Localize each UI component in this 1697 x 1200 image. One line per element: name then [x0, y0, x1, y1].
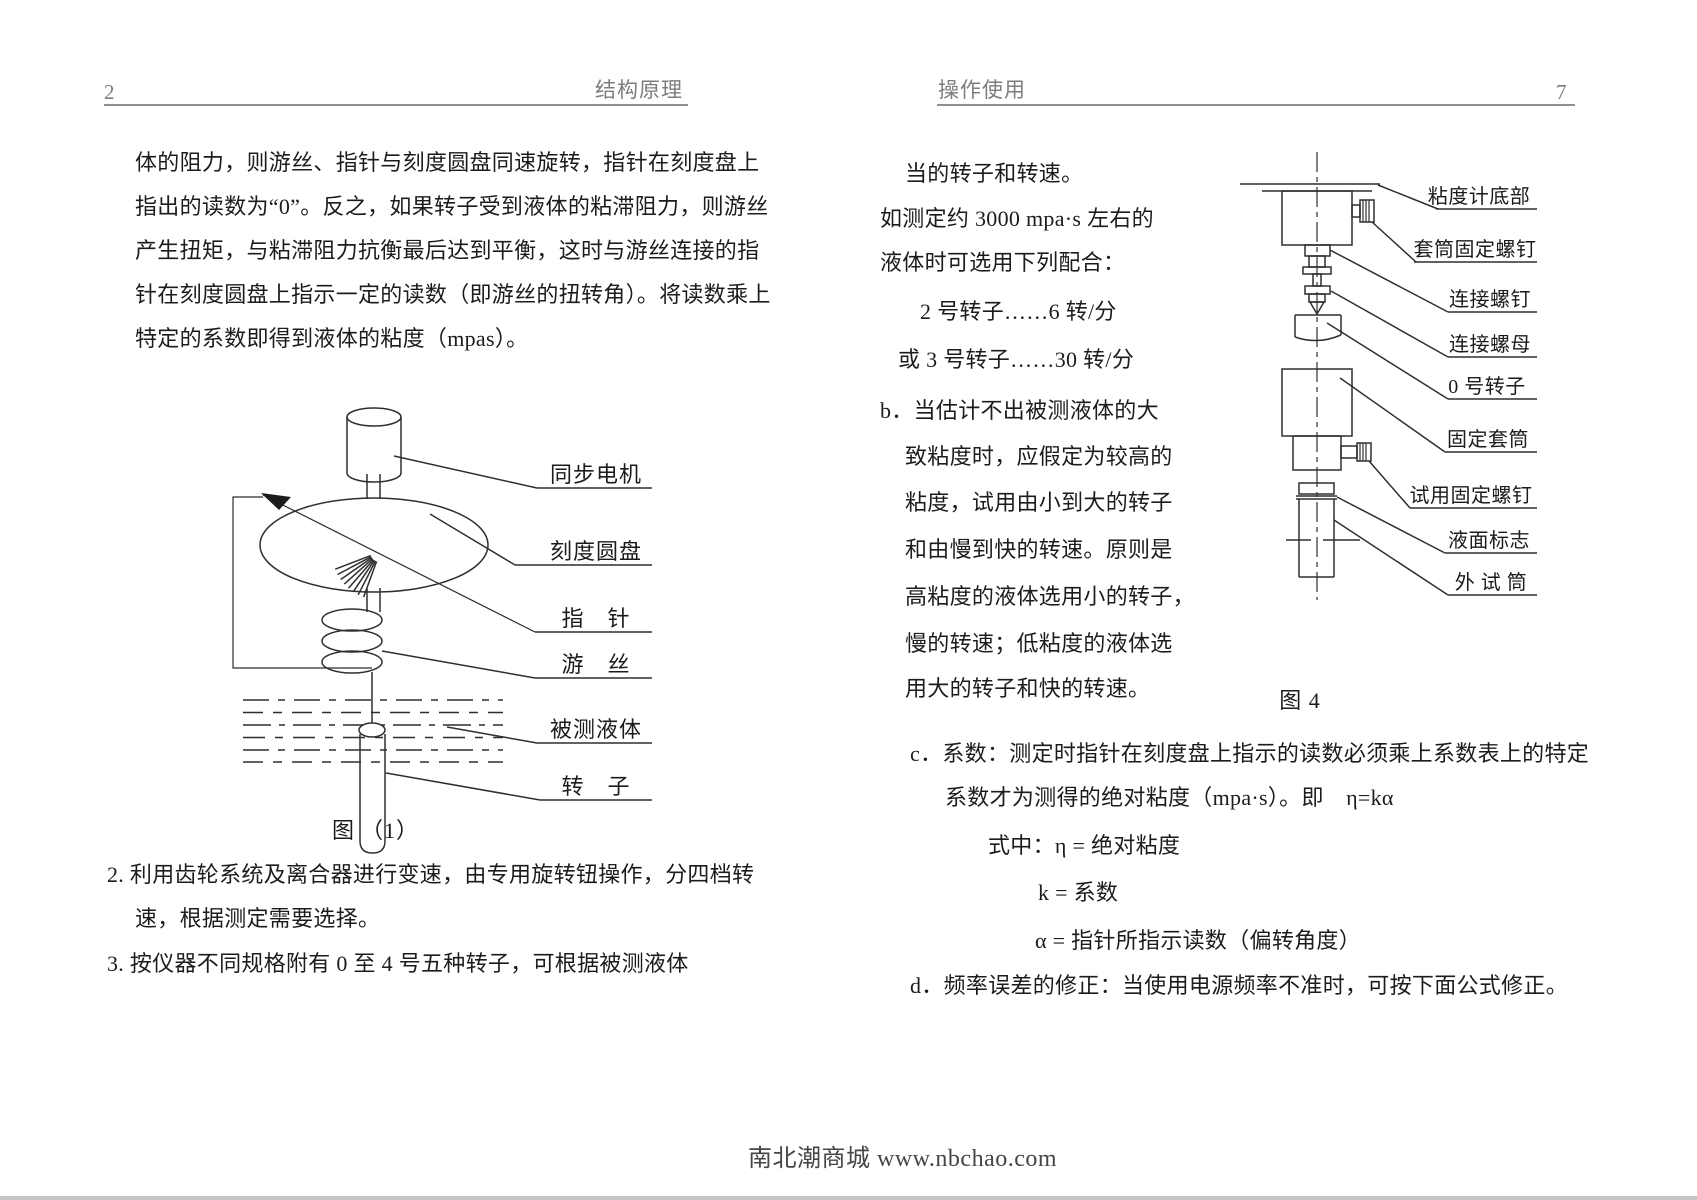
column-line: 当的转子和转速。 [905, 161, 1084, 186]
column-line: 高粘度的液体选用小的转子， [905, 584, 1195, 609]
wide-line: 系数才为测得的绝对粘度（mpa·s）。即 η=kα [945, 785, 1394, 810]
column-line: b．当估计不出被测液体的大 [880, 398, 1159, 423]
figure1-caption-left: 图 [332, 818, 355, 843]
figure4-label-base: 粘度计底部 [1428, 185, 1531, 208]
column-line: 粘度，试用由小到大的转子 [905, 490, 1173, 515]
column-line: 和由慢到快的转速。原则是 [905, 537, 1173, 562]
sleeve-fixing-screw [1351, 199, 1375, 223]
rotor-top-ellipse [358, 722, 386, 738]
right-header-title: 操作使用 [938, 78, 1026, 102]
figure1-label-motor: 同步电机 [550, 462, 642, 487]
rotor-0-cup [1294, 314, 1342, 342]
figure4-label-fixed-sleeve: 固定套筒 [1447, 428, 1529, 451]
figure4-label-connect-nut: 连接螺母 [1449, 333, 1531, 356]
paragraph-line: 产生扭矩，与粘滞阻力抗衡最后达到平衡，这时与游丝连接的指 [135, 238, 760, 263]
figure1-label-rotor: 转 子 [561, 774, 630, 799]
figure4-label-connect-screw: 连接螺钉 [1449, 288, 1531, 311]
list-item: 2. 利用齿轮系统及离合器进行变速，由专用旋转钮操作，分四档转 [107, 862, 755, 887]
figure1-viscometer-principle-diagram: 同步电机 刻度圆盘 指 针 游 丝 被测液体 转 子 图 （1） [232, 407, 652, 854]
wide-line: d．频率误差的修正：当使用电源频率不准时，可按下面公式修正。 [910, 973, 1569, 998]
figure1-caption-right: （1） [361, 818, 419, 843]
column-line: 慢的转速；低粘度的液体选 [905, 631, 1173, 656]
pointer-arrow [232, 493, 536, 669]
paragraph-line: 特定的系数即得到液体的粘度（mpas）。 [135, 326, 529, 351]
paragraph-line: 针在刻度圆盘上指示一定的读数（即游丝的扭转角）。将读数乘上 [135, 282, 771, 307]
wide-line: 式中：η = 绝对粘度 [988, 833, 1181, 858]
right-header-rule [937, 104, 1575, 106]
paragraph-line: 体的阻力，则游丝、指针与刻度圆盘同速旋转，指针在刻度盘上 [135, 150, 760, 175]
figure1-label-liquid: 被测液体 [550, 717, 642, 742]
figure4-caption: 图 4 [1279, 688, 1321, 713]
column-line: 用大的转子和快的转速。 [905, 676, 1151, 701]
figure4-label-level-mark: 液面标志 [1448, 529, 1530, 552]
page-bottom-edge [0, 1196, 1697, 1200]
column-line: 或 3 号转子……30 转/分 [898, 347, 1135, 372]
figure4-leader-lines [1326, 184, 1537, 596]
right-page-number: 7 [1556, 80, 1567, 104]
footer-watermark: 南北潮商城 www.nbchao.com [748, 1146, 1058, 1172]
figure4-label-outer-tube: 外 试 筒 [1455, 571, 1528, 594]
motor-cylinder [346, 407, 402, 499]
left-page-number: 2 [104, 80, 115, 104]
figure4-label-trial-screw: 试用固定螺钉 [1410, 484, 1533, 507]
figure1-label-dial: 刻度圆盘 [550, 539, 642, 564]
figure4-rotor-assembly-diagram: 粘度计底部 套筒固定螺钉 连接螺钉 连接螺母 0 号转子 固定套筒 试用固定螺钉… [1240, 152, 1537, 713]
connecting-fittings [1302, 244, 1332, 316]
trial-fixing-screw [1340, 442, 1372, 462]
column-line: 液体时可选用下列配合： [880, 250, 1126, 275]
figure1-label-hairspring: 游 丝 [561, 652, 630, 677]
left-header-title: 结构原理 [595, 78, 683, 102]
list-item: 速，根据测定需要选择。 [135, 906, 381, 931]
liquid-surface-lines [243, 699, 503, 763]
hairspring-coil [321, 608, 383, 724]
column-line: 致粘度时，应假定为较高的 [905, 444, 1173, 469]
figure4-label-rotor0: 0 号转子 [1448, 375, 1526, 398]
viscometer-base [1240, 183, 1380, 246]
figure1-leader-lines [381, 455, 652, 801]
wide-line: c．系数：测定时指针在刻度盘上指示的读数必须乘上系数表上的特定 [910, 741, 1590, 766]
rotor-cylinder [359, 734, 386, 854]
column-line: 如测定约 3000 mpa·s 左右的 [880, 206, 1154, 231]
left-header-rule [104, 104, 688, 106]
list-item: 3. 按仪器不同规格附有 0 至 4 号五种转子，可根据被测液体 [107, 951, 689, 976]
paragraph-line: 指出的读数为“0”。反之，如果转子受到液体的粘滞阻力，则游丝 [135, 194, 769, 219]
figure1-label-pointer: 指 针 [561, 606, 630, 631]
wide-line: k = 系数 [1038, 880, 1119, 905]
disc-hatch-marks [334, 554, 378, 598]
scale-disc [259, 497, 489, 612]
outer-test-tube [1286, 482, 1360, 578]
column-line: 2 号转子……6 转/分 [920, 299, 1117, 324]
figure4-label-sleeve-screw: 套筒固定螺钉 [1414, 238, 1537, 261]
wide-line: α = 指针所指示读数（偏转角度） [1035, 928, 1362, 953]
